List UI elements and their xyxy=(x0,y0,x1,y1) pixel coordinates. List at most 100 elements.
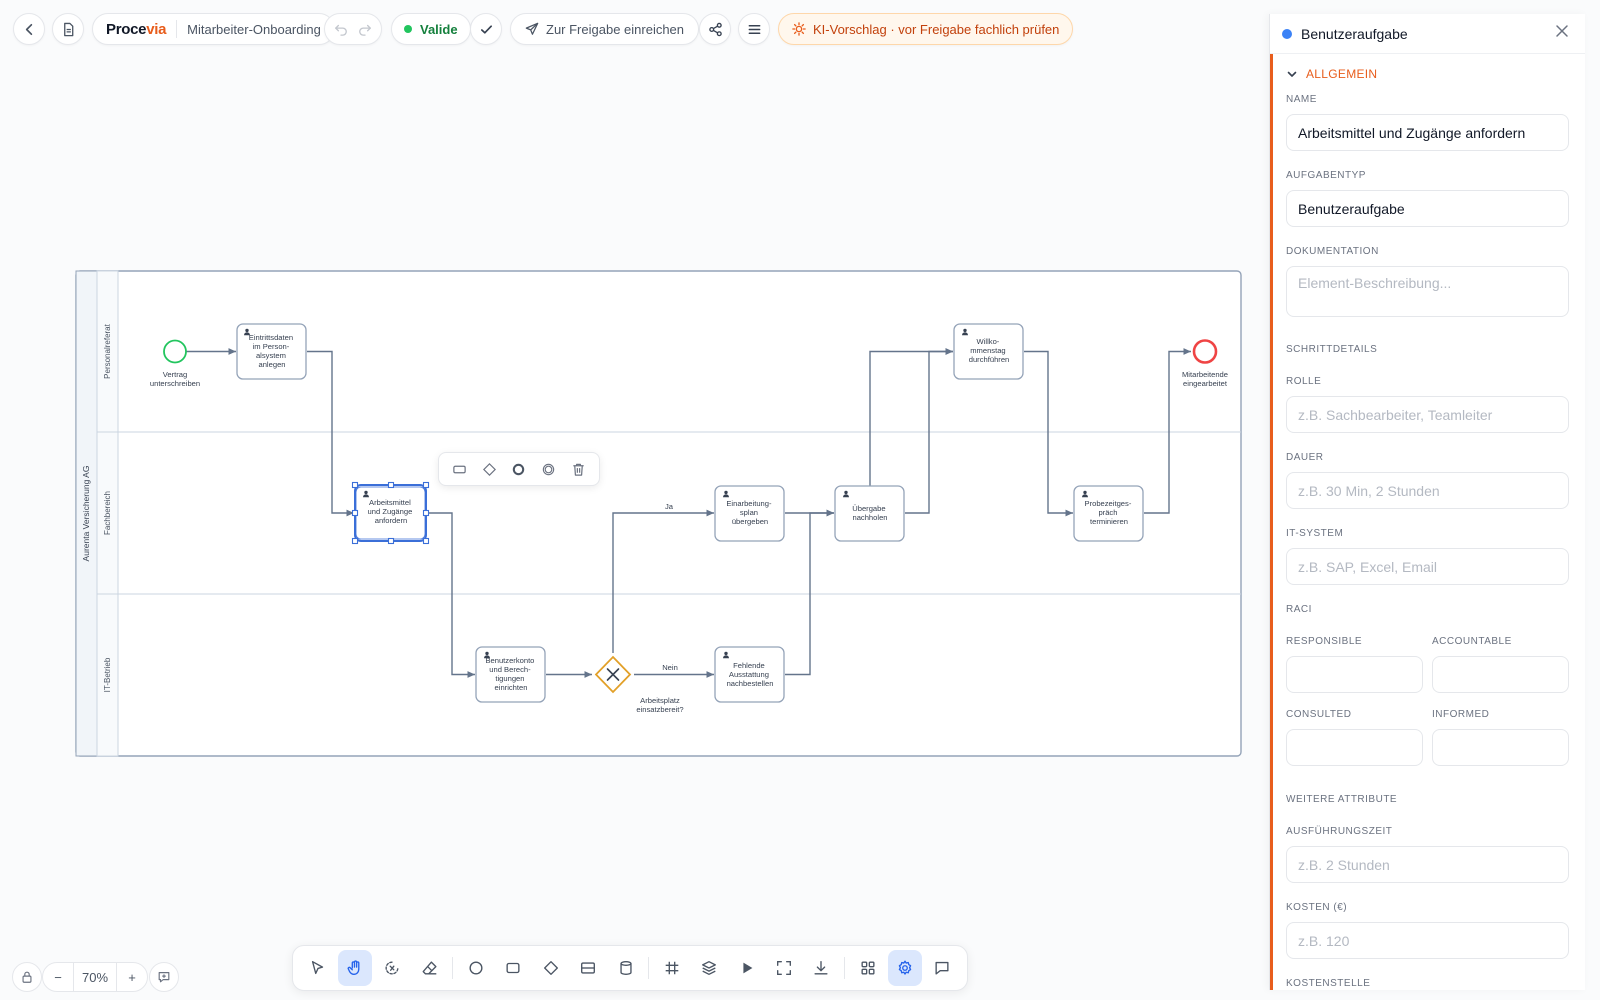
menu-button[interactable] xyxy=(738,13,770,45)
grid-toggle[interactable] xyxy=(655,950,689,986)
cursor-icon xyxy=(311,961,323,975)
create-data-store-tool[interactable] xyxy=(608,950,642,986)
execution-time-input[interactable] xyxy=(1286,846,1569,883)
rectangle-icon xyxy=(453,465,467,473)
zoom-level[interactable]: 70% xyxy=(73,963,117,991)
properties-panel-toggle[interactable] xyxy=(887,950,923,986)
undo-redo-group xyxy=(324,13,382,45)
hand-tool[interactable] xyxy=(337,950,373,986)
more-attributes-header: WEITERE ATTRIBUTE xyxy=(1286,794,1398,805)
it-system-input[interactable] xyxy=(1286,548,1569,585)
documentation-label: DOKUMENTATION xyxy=(1286,246,1379,257)
undo-icon[interactable] xyxy=(334,22,348,36)
chevron-down-icon xyxy=(1287,71,1297,77)
sequence-flows[interactable] xyxy=(186,348,1191,678)
accountable-input[interactable] xyxy=(1432,656,1569,693)
duration-input[interactable] xyxy=(1286,472,1569,509)
trash-icon xyxy=(573,463,584,476)
informed-input[interactable] xyxy=(1432,729,1569,766)
database-icon xyxy=(619,961,632,975)
create-task-tool[interactable] xyxy=(496,950,530,986)
selection-handles[interactable] xyxy=(351,481,430,545)
fullscreen-icon xyxy=(776,961,791,975)
submit-for-approval-button[interactable]: Zur Freigabe einreichen xyxy=(510,13,700,45)
close-icon xyxy=(1556,25,1568,37)
export-button[interactable] xyxy=(804,950,838,986)
panel-title: Benutzeraufgabe xyxy=(1301,25,1408,42)
append-intermediate-event-button[interactable] xyxy=(537,457,561,481)
process-diagram-canvas[interactable]: Aurenta Versicherung AG Personalreferat … xyxy=(0,60,1262,940)
name-input[interactable] xyxy=(1286,114,1569,151)
add-comment-button[interactable] xyxy=(149,962,179,992)
tool-palette xyxy=(292,945,968,991)
lane-fachbereich[interactable]: Fachbereich xyxy=(96,431,119,595)
task-benutzerkonto-einrichten[interactable]: Benutzerkonto und Berech- tigungen einri… xyxy=(475,646,546,703)
execution-time-label: AUSFÜHRUNGSZEIT xyxy=(1286,826,1393,837)
comments-button[interactable] xyxy=(925,950,959,986)
lane-personalreferat[interactable]: Personalreferat xyxy=(96,270,119,433)
simulate-button[interactable] xyxy=(729,950,763,986)
task-label: Übergabe nachholen xyxy=(852,504,887,522)
download-icon xyxy=(814,961,828,975)
sun-icon xyxy=(792,22,806,36)
accountable-label: ACCOUNTABLE xyxy=(1432,636,1512,647)
ai-suggestion-notice[interactable]: KI-Vorschlag · vor Freigabe fachlich prü… xyxy=(778,13,1074,45)
responsible-input[interactable] xyxy=(1286,656,1423,693)
task-willkommenstag-durchfuehren[interactable]: Willko- mmenstag durchführen xyxy=(953,323,1024,380)
task-ausstattung-nachbestellen[interactable]: Fehlende Ausstattung nachbestellen xyxy=(714,646,785,703)
duration-label: DAUER xyxy=(1286,452,1324,463)
task-label: Probezeitges- präch terminieren xyxy=(1085,499,1134,526)
task-type-label: AUFGABENTYP xyxy=(1286,170,1366,181)
comment-plus-icon xyxy=(158,972,170,983)
zoom-in-button[interactable]: + xyxy=(128,969,136,985)
redo-icon[interactable] xyxy=(358,22,372,36)
lock-canvas-button[interactable] xyxy=(12,962,42,992)
lane-it-betrieb[interactable]: IT-Betrieb xyxy=(96,593,119,757)
process-name[interactable]: Mitarbeiter-Onboarding xyxy=(187,21,321,37)
share-button[interactable] xyxy=(699,13,731,45)
informed-label: INFORMED xyxy=(1432,709,1490,720)
hamburger-menu-icon xyxy=(748,24,760,34)
logo: Procevia xyxy=(106,20,167,38)
pool-label: Aurenta Versicherung AG xyxy=(81,466,91,562)
validation-status[interactable]: Valide xyxy=(391,13,471,45)
create-gateway-tool[interactable] xyxy=(534,950,568,986)
document-button[interactable] xyxy=(52,13,84,45)
delete-element-button[interactable] xyxy=(566,457,590,481)
task-arbeitsmittel-anfordern-selected[interactable]: Arbeitsmittel und Zugänge anfordern xyxy=(351,481,430,545)
consulted-input[interactable] xyxy=(1286,729,1423,766)
task-eintrittsdaten-anlegen[interactable]: Eintrittsdaten im Person- alsystem anleg… xyxy=(236,323,307,380)
task-probezeitgespraech-terminieren[interactable]: Probezeitges- präch terminieren xyxy=(1073,485,1144,542)
task-einarbeitungsplan-uebergeben[interactable]: Einarbeitung- splan übergeben xyxy=(714,485,785,542)
validate-button[interactable] xyxy=(470,13,502,45)
task-uebergabe-nachholen[interactable]: Übergabe nachholen xyxy=(834,485,905,542)
close-panel-button[interactable] xyxy=(1555,24,1569,43)
back-button[interactable] xyxy=(13,13,45,45)
double-circle-icon xyxy=(542,463,555,475)
task-type-select[interactable] xyxy=(1286,190,1569,227)
append-gateway-button[interactable] xyxy=(477,457,501,481)
task-label: Einarbeitung- splan übergeben xyxy=(726,499,773,526)
eraser-tool[interactable] xyxy=(413,950,447,986)
properties-panel: Benutzeraufgabe ALLGEMEIN NAME AUFGABENT… xyxy=(1269,14,1585,990)
role-input[interactable] xyxy=(1286,396,1569,433)
zoom-out-button[interactable]: − xyxy=(54,969,62,985)
select-tool[interactable] xyxy=(301,950,335,986)
documentation-textarea[interactable] xyxy=(1286,266,1569,317)
cost-input[interactable] xyxy=(1286,922,1569,959)
section-toggle-allgemein[interactable]: ALLGEMEIN xyxy=(1286,54,1569,94)
create-lane-tool[interactable] xyxy=(571,950,605,986)
apps-button[interactable] xyxy=(850,950,884,986)
lasso-tool[interactable] xyxy=(375,950,409,986)
layers-button[interactable] xyxy=(692,950,726,986)
append-task-button[interactable] xyxy=(448,457,472,481)
create-event-tool[interactable] xyxy=(459,950,493,986)
fit-to-screen-button[interactable] xyxy=(767,950,801,986)
append-end-event-button[interactable] xyxy=(507,457,531,481)
step-details-header: SCHRITTDETAILS xyxy=(1286,344,1378,355)
